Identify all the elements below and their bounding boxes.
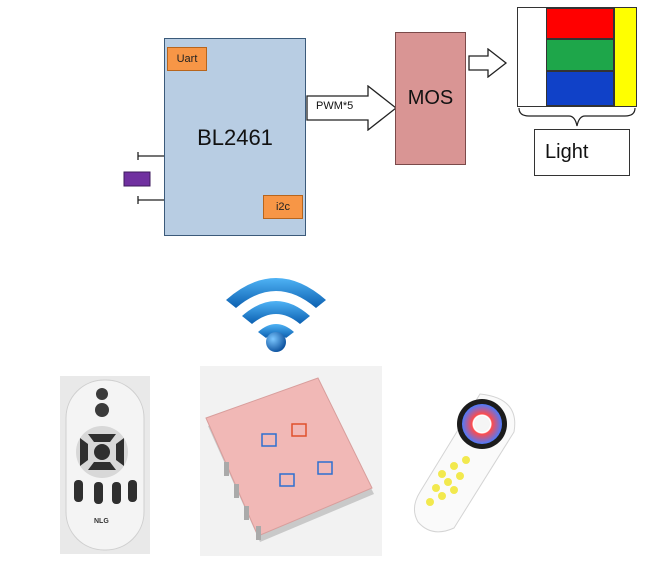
wall-panel-image xyxy=(205,377,374,542)
remote-brand: NLG xyxy=(94,518,109,525)
remote-nlg-image xyxy=(65,379,145,551)
i2c-port: i2c xyxy=(263,195,303,219)
green-channel xyxy=(546,39,614,71)
red-channel xyxy=(546,8,614,39)
crystal-oscillator-icon xyxy=(123,152,164,204)
light-color-block xyxy=(517,7,637,107)
pwm-arrow xyxy=(306,85,398,131)
wall-touch-panel-photo xyxy=(200,366,382,556)
remote-nlg-photo: NLG xyxy=(60,376,150,554)
uart-label: Uart xyxy=(176,53,198,65)
yellow-channel xyxy=(614,8,636,106)
light-label-box: Light xyxy=(534,129,630,176)
uart-port: Uart xyxy=(167,47,207,71)
chip-name: BL2461 xyxy=(197,125,273,150)
brace xyxy=(518,107,636,127)
mos-block: MOS xyxy=(395,32,466,165)
light-label: Light xyxy=(545,141,589,163)
output-arrow xyxy=(468,48,508,78)
mos-label: MOS xyxy=(407,87,454,109)
rgb-remote-photo xyxy=(410,388,522,534)
i2c-label: i2c xyxy=(275,201,291,213)
bl2461-chip-block: Uart BL2461 i2c xyxy=(164,38,306,236)
rgb-remote-image xyxy=(414,393,516,533)
pwm-label: PWM*5 xyxy=(316,100,354,112)
blue-channel xyxy=(546,71,614,106)
wifi-icon xyxy=(226,278,326,352)
